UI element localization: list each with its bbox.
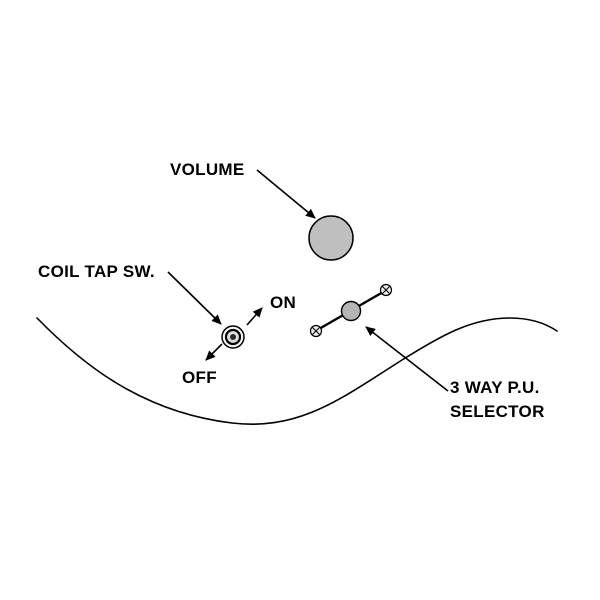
on-direction-arrow [246,307,263,326]
screw-slot-icon [312,327,320,335]
volume-arrow [256,169,316,219]
volume-label: VOLUME [170,160,245,179]
screw-slot-icon [382,286,390,294]
selector-label-line1: 3 WAY P.U. [450,378,540,397]
on-label: ON [270,293,296,312]
off-direction-arrow [205,343,223,361]
pickup-selector-switch [309,283,393,338]
selector-screw-left [309,324,323,338]
selector-label-line2: SELECTOR [450,402,545,421]
pickup-selector-hub [340,300,362,322]
off-label: OFF [182,368,217,387]
coil-tap-switch-center [230,334,236,340]
coil-tap-switch [221,325,245,349]
selector-arrow [365,326,449,392]
guitar-body-contour-line [36,317,558,425]
selector-screw-right [379,283,393,297]
volume-knob [308,215,354,261]
coil-tap-arrow [167,271,222,325]
coil-tap-label: COIL TAP SW. [38,262,155,281]
